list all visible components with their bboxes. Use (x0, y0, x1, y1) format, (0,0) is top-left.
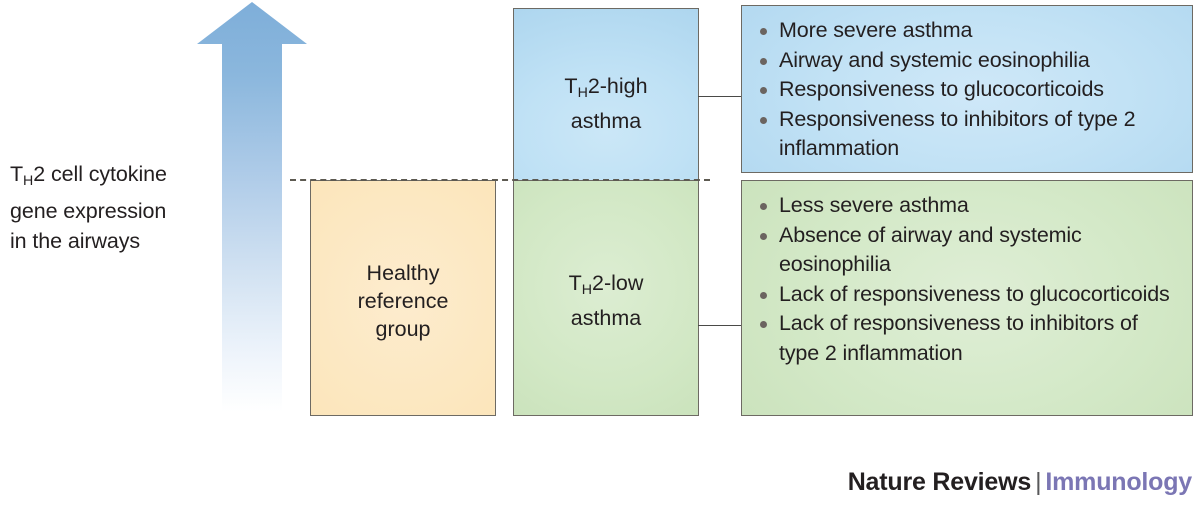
brand-divider: | (1035, 468, 1042, 496)
list-item: More severe asthma (758, 16, 1178, 46)
panel-th2-low-features[interactable]: Less severe asthma Absence of airway and… (741, 180, 1193, 416)
box-th2-low-asthma[interactable]: TH2-low asthma (513, 180, 699, 416)
box-th2-low-label: TH2-low asthma (568, 271, 644, 330)
dashed-threshold-line (290, 179, 710, 181)
journal-branding: Nature Reviews|Immunology (847, 468, 1193, 497)
subscript-h: H (581, 281, 592, 298)
axis-label-line2: gene expression (10, 198, 167, 223)
bullet-list-th2-high: More severe asthma Airway and systemic e… (758, 16, 1178, 164)
bullet-list-th2-low: Less severe asthma Absence of airway and… (758, 191, 1178, 368)
brand-nature-reviews: Nature Reviews (847, 468, 1032, 496)
list-item: Lack of responsiveness to inhibitors of … (758, 309, 1178, 368)
panel-th2-high-features[interactable]: More severe asthma Airway and systemic e… (741, 5, 1193, 173)
axis-label-line1: TH2 cell cytokine (10, 162, 167, 189)
list-item: Responsiveness to inhibitors of type 2 i… (758, 105, 1178, 164)
box-th2-high-asthma[interactable]: TH2-high asthma (513, 8, 699, 181)
list-item: Responsiveness to glucocorticoids (758, 75, 1178, 105)
upward-gradient-arrow-icon (197, 2, 307, 412)
subscript-h: H (577, 84, 588, 101)
subscript-h: H (23, 172, 34, 189)
box-th2-high-label: TH2-high asthma (564, 74, 648, 133)
list-item: Airway and systemic eosinophilia (758, 46, 1178, 76)
box-healthy-reference-group[interactable]: Healthy reference group (310, 180, 496, 416)
list-item: Absence of airway and systemic eosinophi… (758, 221, 1178, 280)
box-healthy-label: Healthy reference group (357, 261, 449, 341)
connector-line-th2-low (698, 325, 742, 326)
brand-journal-name: Immunology (1045, 468, 1192, 496)
list-item: Lack of responsiveness to glucocorticoid… (758, 280, 1178, 310)
list-item: Less severe asthma (758, 191, 1178, 221)
axis-label-line3: in the airways (10, 228, 141, 253)
connector-line-th2-high (698, 96, 742, 97)
axis-label: TH2 cell cytokine gene expression in the… (10, 159, 210, 256)
